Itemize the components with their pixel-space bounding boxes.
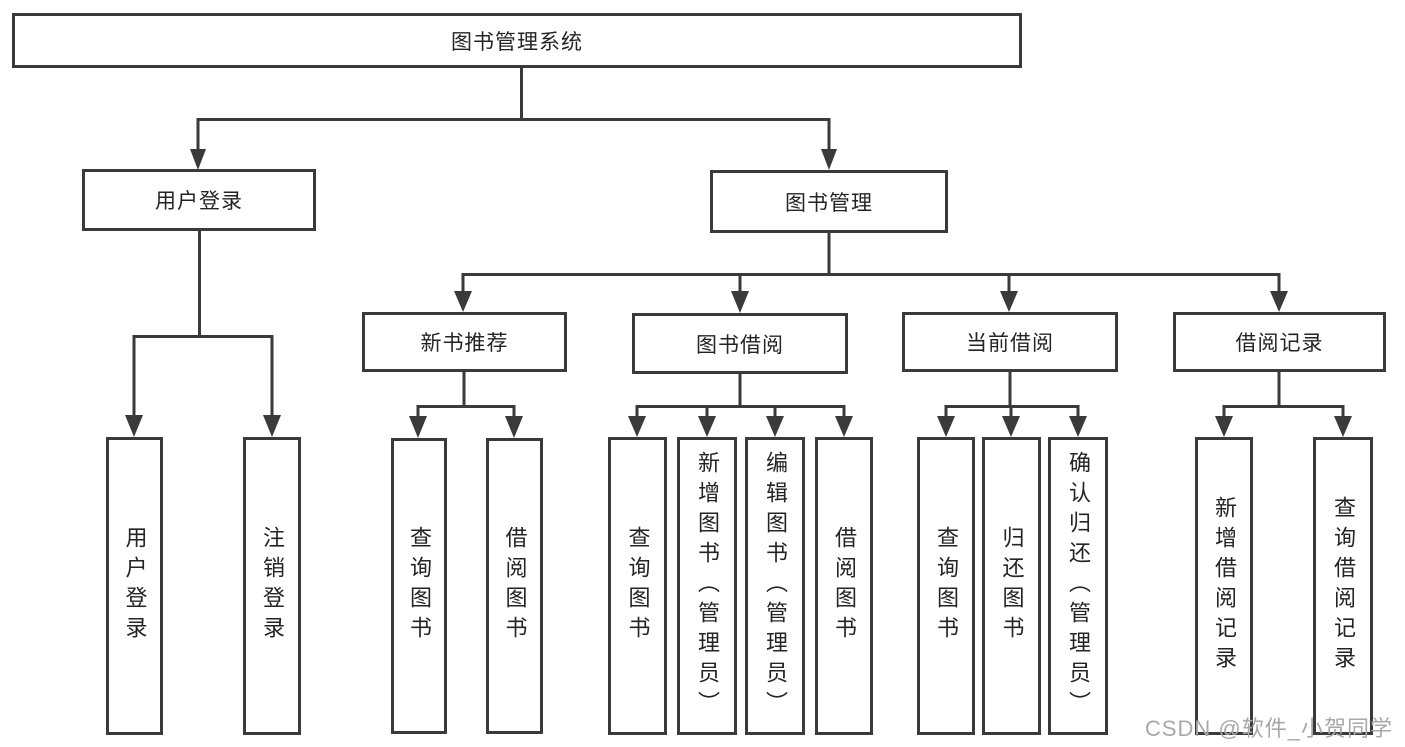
node-user-login: 用户登录 [82,169,316,231]
arrowhead [731,291,749,313]
leaf-user-login-label: 用户登录 [122,526,148,646]
node-root: 图书管理系统 [12,13,1022,68]
leaf-rec-borrow-books: 借阅图书 [486,438,543,734]
arrowhead [1069,416,1087,437]
connector-user-login-to-children [125,231,281,437]
leaf-confirm-return: 确认归还（管理员） [1048,437,1108,735]
leaf-return-books-label: 归还图书 [999,526,1025,646]
connector-current-borrow-to-children [937,372,1087,437]
leaf-query-borrow-record-label: 查询借阅记录 [1331,496,1356,676]
leaf-add-books-label: 新增图书（管理员） [695,451,720,721]
node-book-mgmt-label: 图书管理 [785,191,873,215]
node-new-book-rec-label: 新书推荐 [420,332,509,355]
connector-book-borrow-to-children [628,374,853,437]
arrowhead [190,149,206,170]
arrowhead [1215,416,1233,437]
leaf-return-books: 归还图书 [982,437,1041,735]
leaf-current-query-books: 查询图书 [917,437,975,735]
node-borrow-records-label: 借阅记录 [1235,332,1324,355]
arrowhead [125,415,143,437]
leaf-add-borrow-record: 新增借阅记录 [1195,437,1253,735]
node-book-borrow-label: 图书借阅 [696,333,784,357]
arrowhead [454,291,472,312]
arrowhead [409,416,427,438]
leaf-borrow-borrow-books: 借阅图书 [815,437,873,735]
arrowhead [698,416,716,437]
node-book-mgmt: 图书管理 [710,170,948,233]
arrowhead [835,416,853,437]
leaf-borrow-borrow-books-label: 借阅图书 [832,526,857,646]
arrowhead [1000,291,1018,312]
node-root-label: 图书管理系统 [451,30,583,54]
arrowhead [766,416,784,437]
leaf-rec-query-books-label: 查询图书 [407,526,432,646]
leaf-borrow-query-books: 查询图书 [608,437,667,735]
leaf-add-borrow-record-label: 新增借阅记录 [1212,496,1237,676]
leaf-rec-borrow-books-label: 借阅图书 [502,526,528,646]
node-book-borrow: 图书借阅 [632,313,848,374]
leaf-query-borrow-record: 查询借阅记录 [1313,437,1373,735]
leaf-current-query-books-label: 查询图书 [934,526,959,646]
leaf-edit-books-label: 编辑图书（管理员） [763,451,788,721]
connector-new-book-rec-to-children [409,372,523,438]
arrowhead [1334,416,1352,437]
arrowhead [1002,416,1020,437]
connector-book-mgmt-to-level3 [454,232,1288,313]
leaf-confirm-return-label: 确认归还（管理员） [1066,451,1091,721]
arrowhead [1270,291,1288,312]
node-user-login-label: 用户登录 [155,190,243,213]
node-current-borrow: 当前借阅 [902,312,1118,372]
arrowhead [821,149,837,170]
arrowhead [937,416,955,437]
arrowhead [628,416,646,437]
node-new-book-rec: 新书推荐 [362,312,567,372]
node-current-borrow-label: 当前借阅 [966,332,1054,355]
leaf-user-login: 用户登录 [106,437,163,735]
leaf-borrow-query-books-label: 查询图书 [625,526,651,646]
connector-root-to-level2 [190,68,837,170]
node-borrow-records: 借阅记录 [1173,312,1386,372]
arrowhead [263,415,281,437]
leaf-logout: 注销登录 [243,437,301,735]
leaf-logout-label: 注销登录 [260,526,285,646]
connector-borrow-records-to-children [1215,372,1352,437]
csdn-watermark: CSDN @软件_小贺同学 [1144,716,1393,741]
leaf-add-books: 新增图书（管理员） [677,437,737,735]
leaf-rec-query-books: 查询图书 [391,438,447,734]
leaf-edit-books: 编辑图书（管理员） [745,437,805,735]
arrowhead [505,416,523,438]
